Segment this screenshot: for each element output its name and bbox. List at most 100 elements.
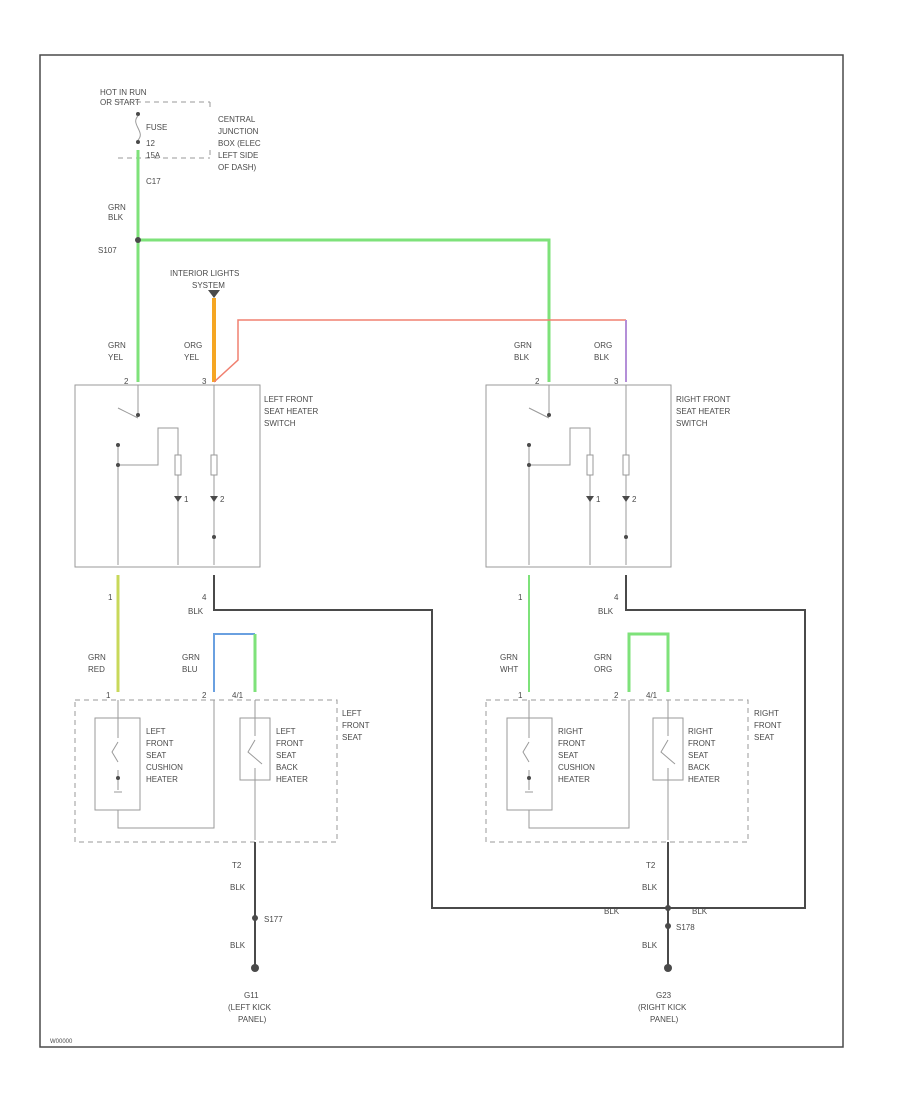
splice-s107-label: S107 xyxy=(98,246,117,255)
left-switch-diode-1-icon xyxy=(174,496,182,502)
right-ground-pin: T2 xyxy=(646,861,656,870)
right-switch-wire-a-2: BLK xyxy=(514,353,530,362)
left-switch-wire-b-2: YEL xyxy=(184,353,200,362)
right-switch-diode-2-label: 2 xyxy=(632,495,637,504)
right-switch-title-2: SEAT HEATER xyxy=(676,407,730,416)
left-seat-title-1: LEFT xyxy=(342,709,362,718)
left-ground-wire-1: BLK xyxy=(230,883,246,892)
left-front-seat: GRN RED GRN BLU 1 2 4/1 LEFT FRONT SEAT … xyxy=(74,653,370,843)
left-seat-pin-1: 1 xyxy=(106,691,111,700)
right-seat-wire-b-2: ORG xyxy=(594,665,612,674)
left-seat-pin-3: 4/1 xyxy=(232,691,244,700)
left-ground-loc-2: PANEL) xyxy=(238,1015,267,1024)
left-switch-diode-2-label: 2 xyxy=(220,495,225,504)
left-back-label-5: HEATER xyxy=(276,775,308,784)
right-ground-loc-1: (RIGHT KICK xyxy=(638,1003,687,1012)
feed-wire-color-2: BLK xyxy=(108,213,124,222)
right-back-label-1: RIGHT xyxy=(688,727,713,736)
left-switch-internal xyxy=(117,385,215,565)
left-ground-splice: S177 xyxy=(264,915,283,924)
right-switch-diode-1-label: 1 xyxy=(596,495,601,504)
right-switch-title-1: RIGHT FRONT xyxy=(676,395,731,404)
left-switch-wire-a-1: GRN xyxy=(108,341,126,350)
left-ground-id: G11 xyxy=(244,991,259,1000)
right-back-heater-element xyxy=(660,700,676,840)
right-cushion-label-4: CUSHION xyxy=(558,763,595,772)
right-switch-wire-a-1: GRN xyxy=(514,341,532,350)
right-ground-id: G23 xyxy=(656,991,672,1000)
right-seat-wire-a-1: GRN xyxy=(500,653,518,662)
left-seat-wire-a-1: GRN xyxy=(88,653,106,662)
right-switch-wire-b-1: ORG xyxy=(594,341,612,350)
left-switch-resistor-1 xyxy=(174,454,182,476)
interior-lights-arrow-icon xyxy=(208,290,220,298)
splice-s178 xyxy=(665,923,671,929)
left-ground-wire-2: BLK xyxy=(230,941,246,950)
right-switch-title-3: SWITCH xyxy=(676,419,708,428)
right-seat-outline xyxy=(485,699,749,843)
interior-lights-feed: INTERIOR LIGHTS SYSTEM xyxy=(170,269,627,383)
right-seat-title-2: FRONT xyxy=(754,721,782,730)
left-ground-point-icon xyxy=(251,964,259,972)
left-switch-diode-2-icon xyxy=(210,496,218,502)
right-seat-pin-1: 1 xyxy=(518,691,523,700)
left-back-label-1: LEFT xyxy=(276,727,296,736)
splice-s177 xyxy=(252,915,258,921)
left-seat-title-3: SEAT xyxy=(342,733,362,742)
right-ground-wire-right: BLK xyxy=(692,907,708,916)
left-switch-title-3: SWITCH xyxy=(264,419,296,428)
interior-lights-label-2: SYSTEM xyxy=(192,281,225,290)
right-seat-wire-b-1: GRN xyxy=(594,653,612,662)
feed-wire-color-1: GRN xyxy=(108,203,126,212)
right-seat-title-3: SEAT xyxy=(754,733,774,742)
left-switch-pin-3: 3 xyxy=(202,377,207,386)
red-wire xyxy=(213,319,626,383)
left-switch-contact xyxy=(136,413,140,417)
left-back-label-4: BACK xyxy=(276,763,298,772)
right-cushion-label-2: FRONT xyxy=(558,739,586,748)
right-switch-internal xyxy=(528,385,627,565)
interior-lights-label-1: INTERIOR LIGHTS xyxy=(170,269,239,278)
left-switch-wire-b-1: ORG xyxy=(184,341,202,350)
fuse-top-terminal xyxy=(136,112,140,116)
left-switch-title-1: LEFT FRONT xyxy=(264,395,313,404)
left-switch-pin-4: 4 xyxy=(202,593,207,602)
right-switch-pin-4: 4 xyxy=(614,593,619,602)
left-switch-box xyxy=(74,384,261,568)
right-cushion-label-1: RIGHT xyxy=(558,727,583,736)
left-seat-heater-switch: GRN YEL ORG YEL 2 3 LEFT FRONT SEAT HEAT… xyxy=(74,341,318,616)
fuse-amps: 15A xyxy=(146,151,161,160)
right-switch-node xyxy=(624,535,628,539)
junction-box-line-1: CENTRAL xyxy=(218,115,256,124)
junction-box-outline xyxy=(118,101,211,159)
left-ground: T2 BLK S177 BLK G11 (LEFT KICK PANEL) xyxy=(228,842,283,1024)
right-front-seat: GRN WHT GRN ORG 1 2 4/1 RIGHT FRONT SEAT… xyxy=(485,653,782,843)
feed-wire-to-right-switch xyxy=(138,238,551,382)
right-seat-title-1: RIGHT xyxy=(754,709,779,718)
left-cushion-label-4: CUSHION xyxy=(146,763,183,772)
left-seat-wire-b-2: BLU xyxy=(182,665,198,674)
right-seat-heater-switch: GRN BLK ORG BLK 2 3 RIGHT FRONT SEAT HEA… xyxy=(485,341,731,616)
right-ground-wire-left: BLK xyxy=(604,907,620,916)
right-switch-pin-1: 1 xyxy=(518,593,523,602)
left-switch-pin-1: 1 xyxy=(108,593,113,602)
green-feed-wires xyxy=(135,150,551,382)
diagram-frame xyxy=(39,54,844,1048)
right-switch-diode-1-icon xyxy=(586,496,594,502)
diagram-code: W00000 xyxy=(50,1039,73,1045)
left-switch-diode-1-label: 1 xyxy=(184,495,189,504)
left-switch-node xyxy=(212,535,216,539)
left-switch-ground-wire: BLK xyxy=(188,607,204,616)
right-switch-junction xyxy=(527,463,531,467)
fuse-connector-label: C17 xyxy=(146,177,161,186)
left-seat-outline xyxy=(74,699,338,843)
right-back-label-4: BACK xyxy=(688,763,710,772)
right-ground-wire-2: BLK xyxy=(642,941,658,950)
right-back-label-3: SEAT xyxy=(688,751,708,760)
power-feed: HOT IN RUN OR START FUSE 12 15A CENTRAL … xyxy=(98,88,261,255)
right-switch-wire-b-2: BLK xyxy=(594,353,610,362)
right-switch-pivot xyxy=(527,443,531,447)
junction-box-line-3: BOX (ELEC xyxy=(218,139,261,148)
left-cushion-label-3: SEAT xyxy=(146,751,166,760)
left-switch-pin-2: 2 xyxy=(124,377,129,386)
